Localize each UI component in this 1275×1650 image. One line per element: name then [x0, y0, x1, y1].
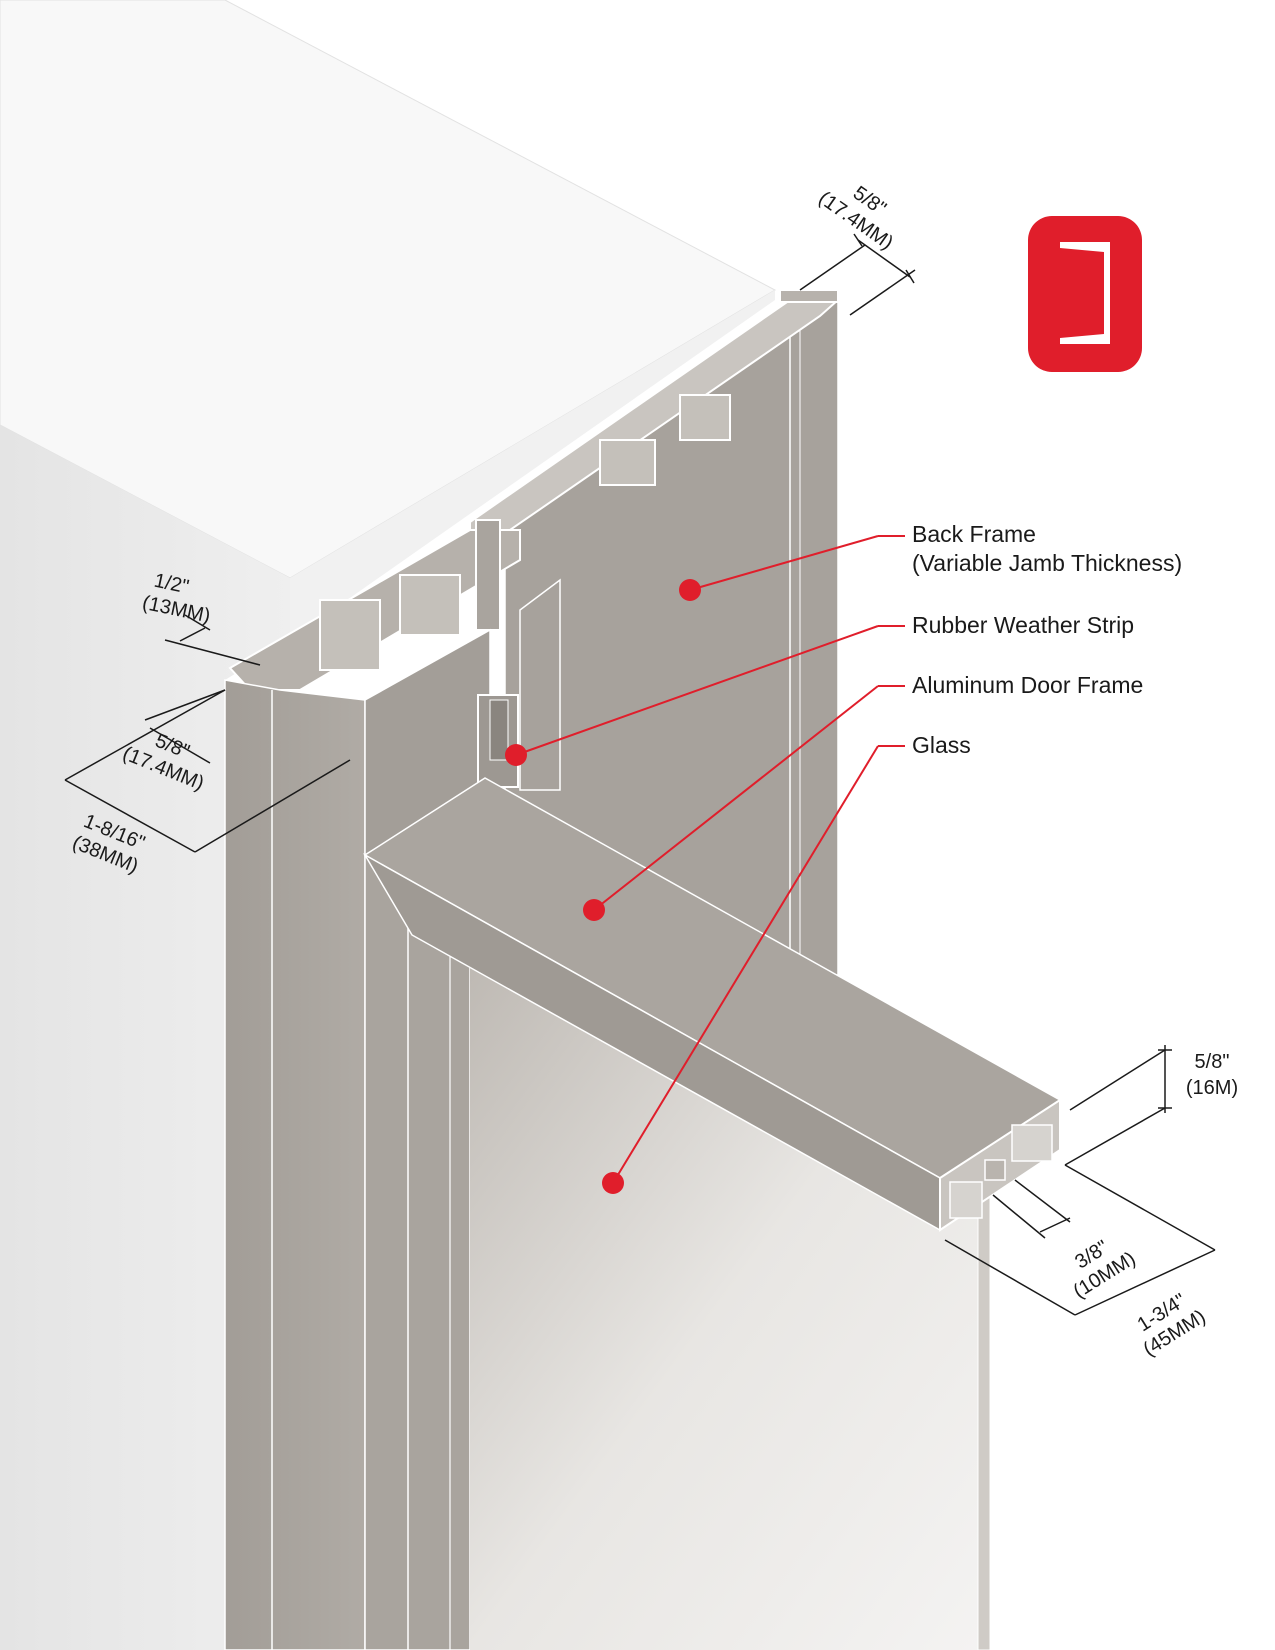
leader-back-frame: [679, 535, 905, 601]
wall-left-face: [0, 425, 290, 1650]
leader-glass: [602, 745, 905, 1194]
callout-back-frame-line2: (Variable Jamb Thickness): [912, 550, 1183, 576]
callout-aluminum-door-frame: Aluminum Door Frame: [912, 672, 1144, 698]
dot-aluminum-door-frame: [583, 899, 605, 921]
dimension-lines: [64, 233, 1216, 1316]
dot-glass: [602, 1172, 624, 1194]
top-profile-section: [228, 394, 731, 691]
dim-top-right: [799, 233, 916, 316]
back-frame: [469, 289, 841, 976]
dim-left-top: [164, 614, 261, 666]
dim-right-slot: [992, 1179, 1071, 1239]
dot-back-frame: [679, 579, 701, 601]
callout-leaders: [505, 535, 905, 1194]
wall-front-face: [290, 290, 775, 640]
dim-right-height-fraction: 5/8": [1195, 1051, 1230, 1073]
dim-right-width: [944, 1164, 1216, 1316]
leader-aluminum-door-frame: [583, 685, 905, 921]
leader-rubber-weather-strip: [505, 625, 905, 766]
horizontal-rail: [362, 777, 1062, 1232]
dim-left-mid: [144, 689, 226, 764]
left-jamb-face: [224, 679, 366, 1650]
door-stile: [364, 853, 471, 1650]
callout-back-frame-line1: Back Frame: [912, 521, 1036, 547]
wall-block: [0, 0, 777, 1650]
dim-left-bottom: [64, 689, 351, 853]
callout-rubber-weather-strip: Rubber Weather Strip: [912, 612, 1135, 638]
door-frame-logo-icon: [1028, 216, 1142, 372]
callout-back-frame: Back Frame (Variable Jamb Thickness): [912, 520, 1182, 578]
dim-right-height: [1064, 1045, 1172, 1166]
dot-rubber-weather-strip: [505, 744, 527, 766]
weather-strip: [477, 578, 561, 791]
callout-glass: Glass: [912, 732, 971, 758]
dim-right-height-metric: (16M): [1186, 1077, 1238, 1099]
